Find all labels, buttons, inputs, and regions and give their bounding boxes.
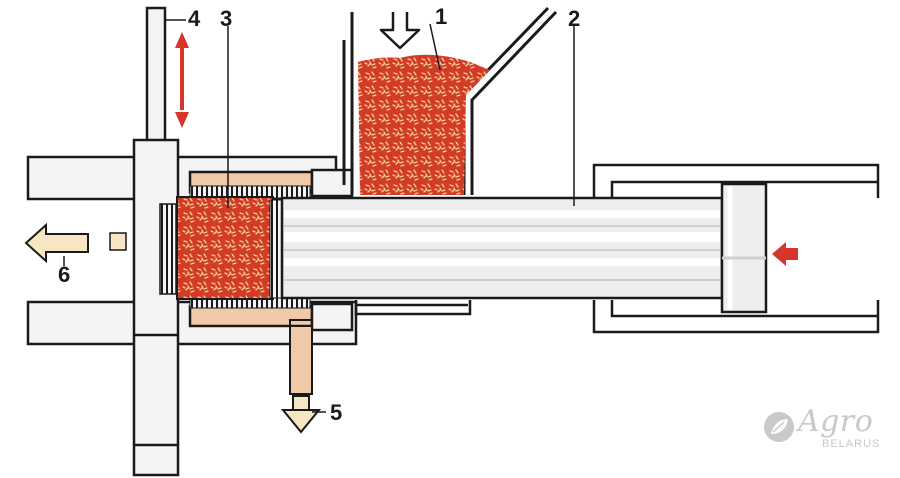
knife-blade <box>159 203 177 295</box>
compressed-plug <box>176 196 274 300</box>
frame-top-left-block <box>26 155 138 201</box>
piston-force-arrow <box>772 242 798 266</box>
frame-bottom-left-block <box>26 300 138 346</box>
ram-plunger <box>280 196 724 300</box>
callout-5: 5 <box>330 400 342 425</box>
callout-4: 4 <box>188 6 201 31</box>
leaf-logo-icon <box>764 412 794 442</box>
agro-belarus-watermark: Agro BELARUS <box>762 400 882 460</box>
callout-leaders <box>63 19 575 413</box>
ram-guide <box>354 300 472 316</box>
callout-1: 1 <box>435 4 447 29</box>
knife-slide <box>132 6 180 477</box>
drain-outlet <box>280 319 322 434</box>
feed-arrow <box>379 12 421 50</box>
callout-2: 2 <box>568 6 580 31</box>
output-piece <box>109 232 127 251</box>
watermark-sub: BELARUS <box>822 438 881 450</box>
output-arrow <box>24 222 127 264</box>
knife-column <box>132 138 180 477</box>
watermark-name: Agro <box>798 404 874 439</box>
hydraulic-cylinder <box>592 163 880 334</box>
drain-arrow <box>280 409 322 434</box>
hopper-material <box>358 54 490 195</box>
callout-6: 6 <box>58 262 70 287</box>
callout-3: 3 <box>220 6 232 31</box>
knife-rod <box>145 6 167 145</box>
knife-motion-arrow <box>175 32 189 128</box>
